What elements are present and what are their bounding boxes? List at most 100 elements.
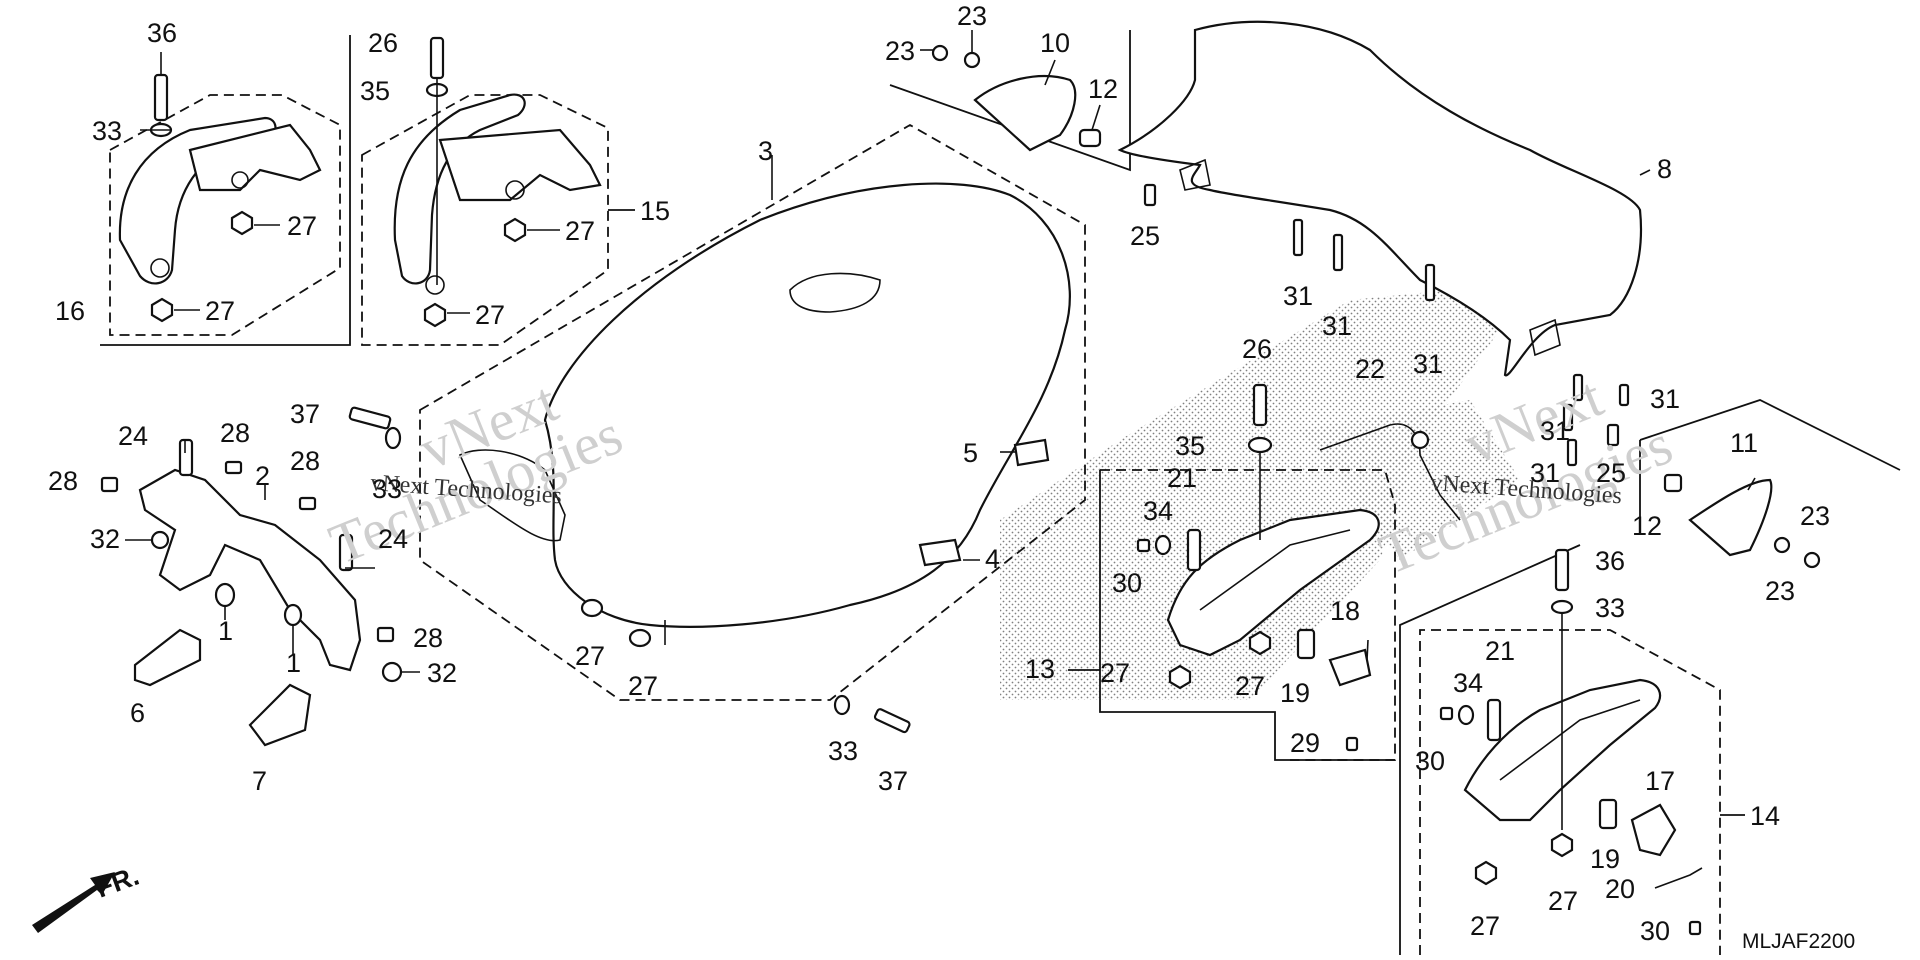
callout-7: 7 [252,766,267,796]
callout-27: 27 [1548,886,1578,916]
callout-29: 29 [1290,728,1320,758]
callout-1: 1 [286,648,301,678]
callout-30: 30 [1112,568,1142,598]
bolt-36a [153,73,169,122]
washer-33d [1550,599,1574,615]
callouts: 36 33 27 16 27 26 35 27 15 27 23 23 10 1… [48,1,1830,946]
lever-21a [1186,528,1202,572]
washer-35b [1247,436,1273,454]
cover-11 [1688,478,1773,557]
cover-10 [973,74,1077,152]
diagram-code: MLJAF2200 [1742,930,1855,953]
callout-27: 27 [287,211,317,241]
screw-29 [1345,736,1359,752]
callout-37: 37 [878,766,908,796]
cover-11-group [1639,399,1901,569]
callout-2: 2 [255,461,270,491]
spring-28c [298,496,317,511]
bolt-24b [338,533,354,572]
callout-5: 5 [963,438,978,468]
screw-23a [931,44,949,62]
bolt-26a [429,36,445,80]
nut-27g [1168,664,1192,690]
callout-32: 32 [427,658,457,688]
callout-25: 25 [1130,221,1160,251]
callout-31: 31 [1530,458,1560,488]
callout-31: 31 [1540,416,1570,446]
callout-26: 26 [368,28,398,58]
callout-30: 30 [1415,746,1445,776]
plate-18 [1328,648,1372,687]
nut-27e [580,598,604,618]
nut-27c [503,217,527,243]
callout-25: 25 [1596,458,1626,488]
callout-21: 21 [1167,463,1197,493]
nut-27d [423,302,447,328]
front-arrow-icon [32,872,115,933]
grab-rail-16-group [100,35,351,346]
dot-shading [1000,290,1520,700]
callout-37: 37 [290,399,320,429]
callout-28: 28 [48,466,78,496]
callout-27: 27 [205,296,235,326]
callout-1: 1 [218,616,233,646]
lock-14-group [1399,544,1745,955]
grommet-1b [283,603,303,627]
seat-3-group [348,123,1086,734]
bracket-7 [248,683,312,747]
callout-24: 24 [118,421,148,451]
washer-33b [384,426,402,450]
callout-23: 23 [1800,501,1830,531]
callout-16: 16 [55,296,85,326]
clip-28a [100,476,119,493]
lever-21b [1486,698,1502,742]
nut-27h [1248,630,1272,656]
bolt-36b [1554,548,1570,592]
callout-17: 17 [1645,766,1675,796]
callout-14: 14 [1750,801,1780,831]
washer-34b [1457,704,1475,726]
cowl-8-group [1117,20,1651,467]
cable-22 [1319,423,1461,521]
screw-25b [1606,423,1620,447]
grab-rail-15 [393,93,526,285]
screw-30b [1439,706,1454,721]
callout-8: 8 [1657,154,1672,184]
callout-4: 4 [985,544,1000,574]
callout-27: 27 [1100,658,1130,688]
callout-31: 31 [1413,349,1443,379]
screw-23d [1803,551,1821,569]
screw-23c [1773,536,1791,554]
bracket-6 [133,628,202,687]
callout-19: 19 [1590,844,1620,874]
callout-27: 27 [1235,671,1265,701]
callout-10: 10 [1040,28,1070,58]
callout-19: 19 [1280,678,1310,708]
callout-22: 22 [1355,354,1385,384]
washer-34a [1154,534,1172,556]
bracket-2 [138,468,362,672]
nut-27b [150,297,174,323]
screws-31 [1292,218,1630,467]
callout-35: 35 [1175,431,1205,461]
callout-36: 36 [1595,546,1625,576]
grommet-1a [214,582,236,608]
callout-31: 31 [1283,281,1313,311]
clip-28d [376,626,395,643]
callout-23: 23 [1765,576,1795,606]
callout-15: 15 [640,196,670,226]
callout-36: 36 [147,18,177,48]
bolt-26b [1252,383,1268,427]
callout-11: 11 [1730,428,1758,458]
screw-30a [1136,538,1151,553]
spring-19a [1296,628,1316,660]
callout-28: 28 [290,446,320,476]
collar-32a [150,530,170,550]
grab-rail-15-group [361,36,635,346]
callout-27: 27 [565,216,595,246]
cowl-8 [1117,20,1642,377]
callout-3: 3 [758,136,773,166]
screw-25a [1143,183,1157,207]
callout-23: 23 [885,36,915,66]
